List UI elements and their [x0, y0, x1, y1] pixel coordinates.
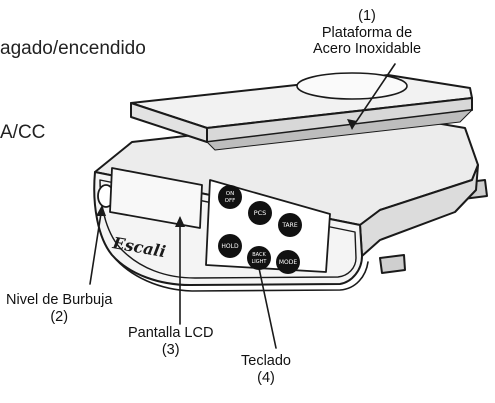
svg-text:HOLD: HOLD — [221, 243, 239, 250]
arrow-platform — [347, 119, 357, 130]
arrow-lcd — [175, 216, 185, 227]
svg-text:OFF: OFF — [225, 198, 236, 204]
callout-keypad-number: (4) — [257, 369, 275, 386]
callout-lcd: Pantalla LCD (3) — [128, 325, 213, 358]
key-pcs: PCS — [248, 201, 272, 225]
front-right-foot — [379, 254, 406, 274]
svg-text:LIGHT: LIGHT — [252, 259, 268, 265]
key-mode: MODE — [276, 250, 300, 274]
svg-text:PCS: PCS — [254, 209, 267, 217]
callout-bubble-number: (2) — [50, 308, 69, 325]
platform-shadow — [206, 109, 473, 151]
svg-text:ON: ON — [226, 191, 234, 197]
platform-plate — [296, 72, 408, 100]
callout-platform-line2: Acero Inoxidable — [313, 41, 422, 58]
callout-bubble-label: Nivel de Burbuja — [6, 292, 113, 308]
leader-bubble — [89, 206, 103, 285]
callout-platform-line1: Plataforma de — [321, 24, 413, 41]
ac-dc-text: A/CC — [0, 122, 46, 143]
key-back-light: BACK LIGHT — [247, 246, 271, 270]
callout-keypad: Teclado (4) — [241, 353, 291, 386]
front-panel-inset — [99, 179, 357, 279]
power-switch-text: agado/encendido — [0, 38, 146, 59]
svg-text:TARE: TARE — [281, 222, 297, 229]
svg-text:MODE: MODE — [279, 259, 298, 266]
key-on-off: ON OFF — [218, 185, 242, 209]
arrow-bubble — [96, 205, 106, 216]
body-side — [359, 164, 479, 257]
keypad-keys: ON OFF PCS TARE HOLD BACK LIGHT MODE — [218, 185, 302, 274]
callout-lcd-number: (3) — [161, 341, 180, 358]
callout-bubble-level: Nivel de Burbuja (2) — [6, 292, 112, 325]
callout-lcd-label: Pantalla LCD — [128, 325, 214, 341]
key-tare: TARE — [278, 213, 302, 237]
callout-platform: (1) Plataforma de Acero Inoxidable — [313, 8, 421, 58]
lcd-window — [109, 167, 203, 229]
callout-keypad-label: Teclado — [241, 353, 291, 369]
leader-platform — [351, 63, 396, 129]
base-rim — [111, 254, 369, 292]
key-hold: HOLD — [218, 234, 242, 258]
callout-platform-number: (1) — [358, 8, 376, 24]
svg-text:BACK: BACK — [252, 252, 266, 258]
